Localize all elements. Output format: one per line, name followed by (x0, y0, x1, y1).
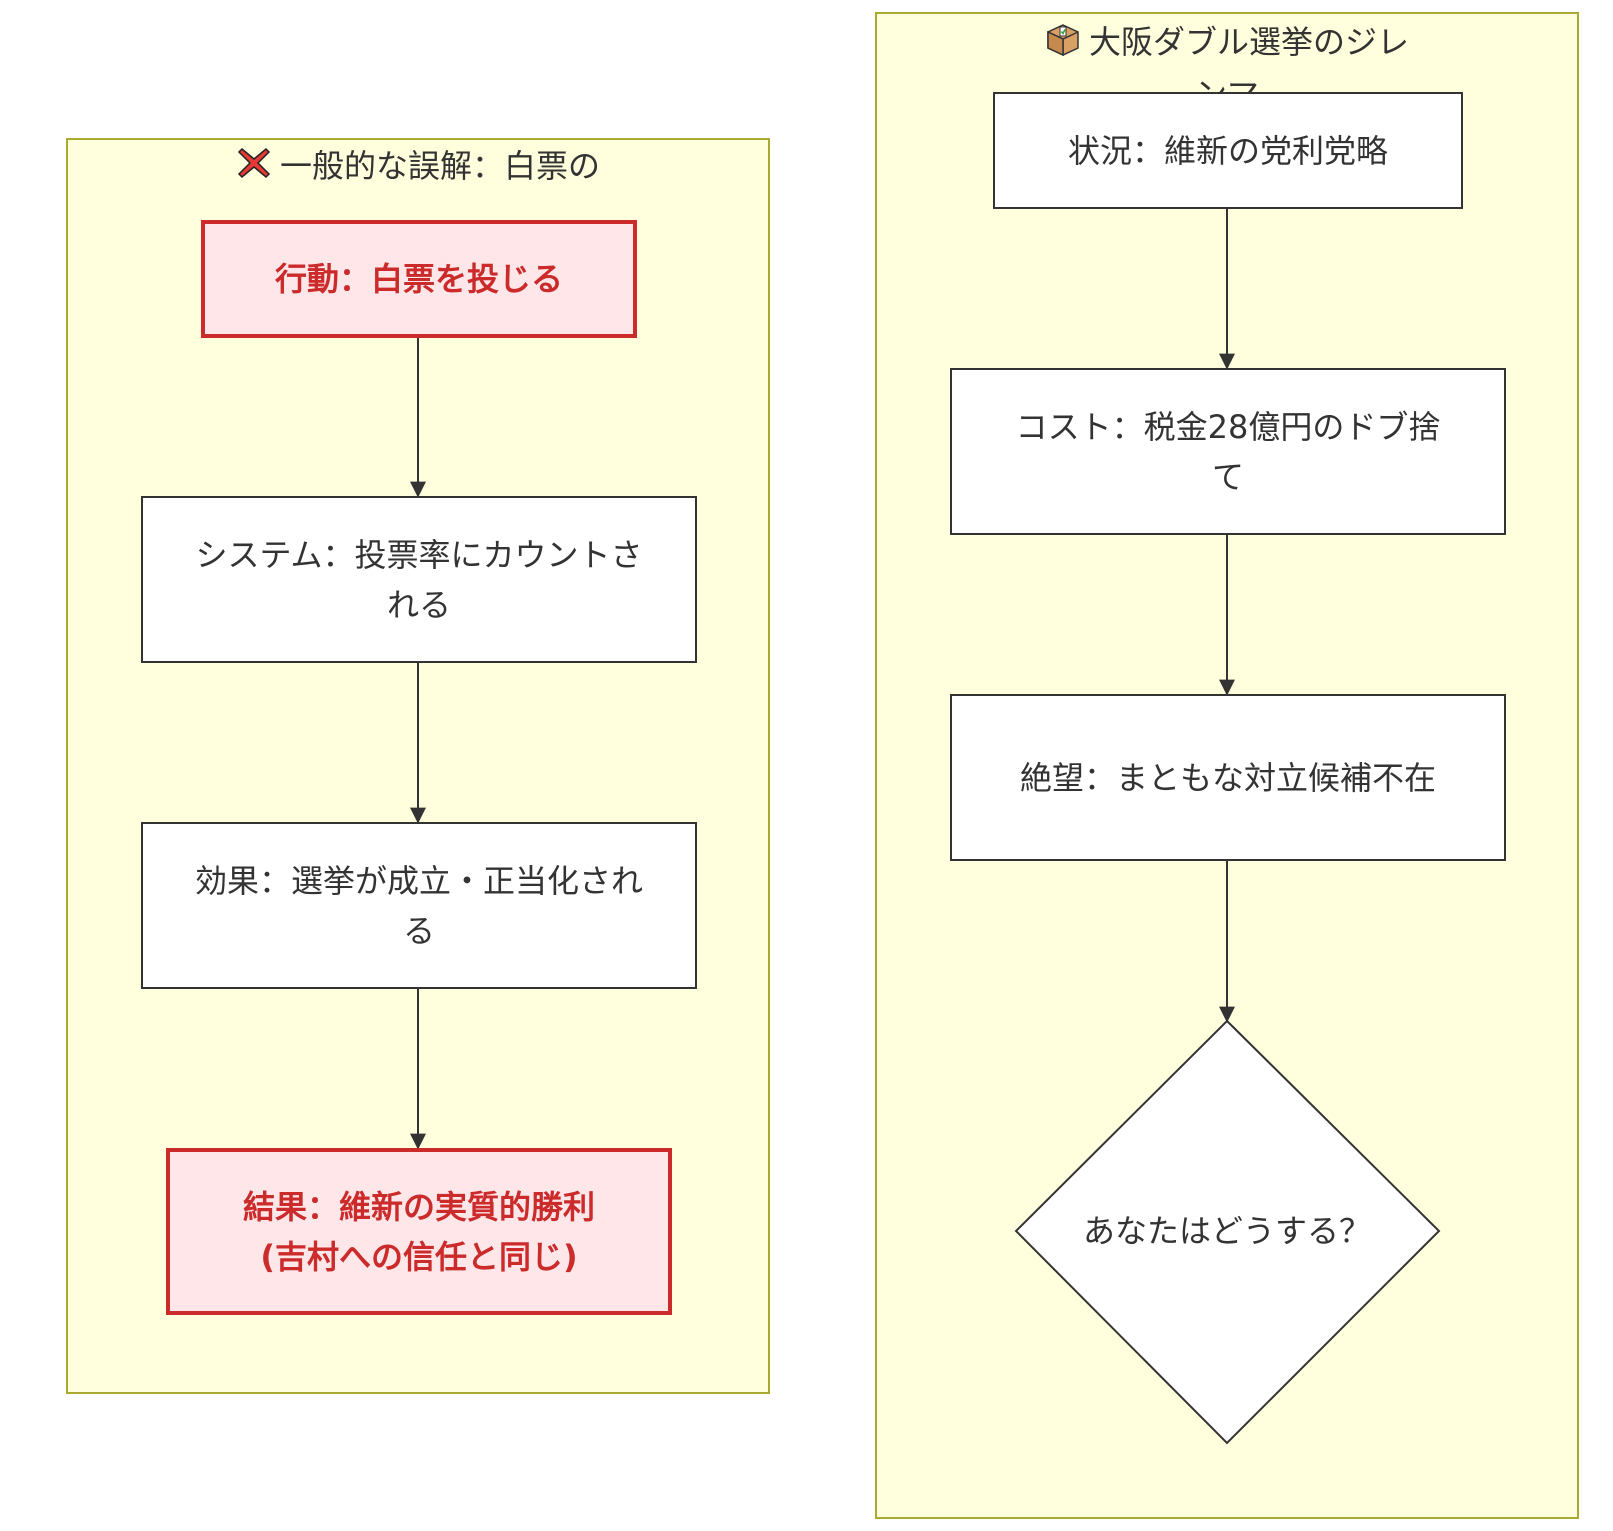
ballot-box-icon (1045, 21, 1081, 70)
result-node-line2: (吉村への信任と同じ) (260, 1237, 578, 1276)
cross-mark-icon (236, 145, 272, 194)
decision-diamond (1014, 1019, 1441, 1445)
despair-node: 絶望：まともな対立候補不在 (950, 694, 1506, 861)
cost-node-label: コスト：税金28億円のドブ捨て (1015, 407, 1441, 496)
effect-node-label: 効果：選挙が成立・正当化される (194, 861, 643, 950)
despair-node-label: 絶望：まともな対立候補不在 (1019, 758, 1436, 797)
result-node: 結果：維新の実質的勝利 (吉村への信任と同じ) (166, 1148, 672, 1315)
misconception-title-text: 一般的な誤解：白票の罠 (279, 147, 600, 185)
cost-node: コスト：税金28億円のドブ捨て (950, 368, 1506, 535)
situation-node: 状況：維新の党利党略 (993, 92, 1463, 209)
decision-node-label: あなたはどうする？ (1082, 1212, 1371, 1250)
action-node: 行動：白票を投じる (201, 220, 637, 338)
result-node-line1: 結果：維新の実質的勝利 (242, 1187, 595, 1226)
system-node-label: システム：投票率にカウントされる (195, 535, 643, 624)
system-node: システム：投票率にカウントされる (141, 496, 697, 663)
situation-node-label: 状況：維新の党利党略 (1067, 131, 1388, 170)
effect-node: 効果：選挙が成立・正当化される (141, 822, 697, 989)
action-node-label: 行動：白票を投じる (274, 260, 563, 298)
misconception-cluster-title: 一般的な誤解：白票の罠 (68, 142, 768, 198)
